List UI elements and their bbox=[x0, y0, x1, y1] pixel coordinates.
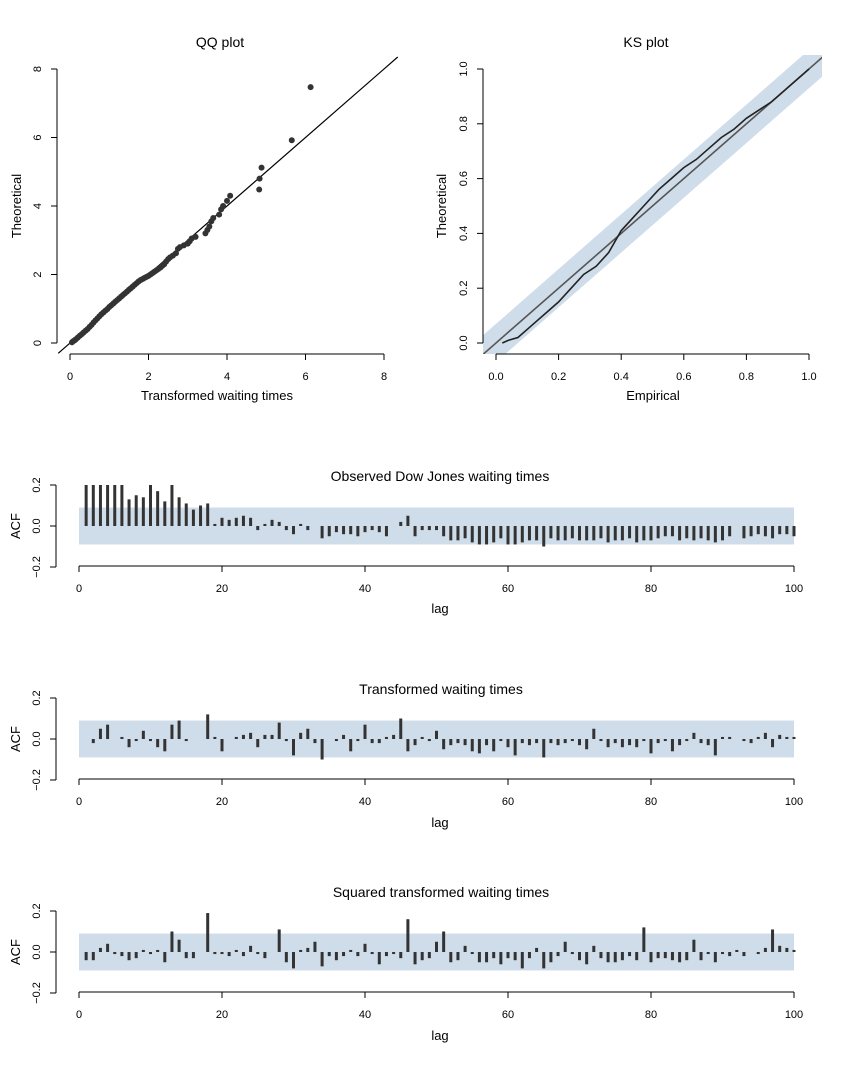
acf3-x-tick-label: 80 bbox=[645, 1009, 657, 1021]
ks-plot-region bbox=[483, 55, 822, 354]
acf-squared-ylabel: ACF bbox=[8, 939, 23, 965]
qq-x-tick-label: 4 bbox=[224, 371, 230, 383]
qq-point bbox=[307, 84, 314, 91]
acf2-y-tick-label: 0.2 bbox=[31, 690, 43, 705]
acf2-x-tick-label: 0 bbox=[76, 796, 82, 808]
acf2-y-tick-label: −0.2 bbox=[31, 769, 43, 791]
acf-transformed-title: Transformed waiting times bbox=[359, 681, 523, 697]
acf-transformed-data-layer: 0 20 40 60 80 100 −0.2 0.0 0.2 bbox=[31, 690, 803, 808]
ks-y-tick-label: 0.8 bbox=[458, 116, 470, 131]
qq-point bbox=[256, 175, 263, 182]
acf3-x-tick-label: 0 bbox=[76, 1009, 82, 1021]
acf-squared-panel: Squared transformed waiting times lag AC… bbox=[8, 884, 803, 1043]
qq-y-tick-label: 8 bbox=[32, 66, 44, 72]
qq-plot-ylabel: Theoretical bbox=[9, 174, 24, 238]
ks-x-tick-label: 0.0 bbox=[488, 371, 503, 383]
acf2-x-tick-label: 40 bbox=[359, 796, 371, 808]
ks-x-tick-label: 0.8 bbox=[739, 371, 754, 383]
qq-point bbox=[210, 214, 217, 221]
qq-y-tick-label: 2 bbox=[32, 271, 44, 277]
ks-x-tick-label: 0.4 bbox=[614, 371, 629, 383]
acf3-x-tick-label: 100 bbox=[785, 1009, 803, 1021]
acf1-x-tick-label: 80 bbox=[645, 583, 657, 595]
ks-y-tick-label: 0.4 bbox=[458, 226, 470, 241]
qq-plot-panel: QQ plot Transformed waiting times Theore… bbox=[9, 34, 399, 403]
qq-point bbox=[216, 211, 223, 218]
acf-squared-title: Squared transformed waiting times bbox=[333, 884, 549, 900]
ks-y-tick-label: 0.0 bbox=[458, 335, 470, 350]
qq-point bbox=[224, 197, 230, 204]
acf2-x-tick-label: 80 bbox=[645, 796, 657, 808]
acf2-x-tick-label: 60 bbox=[502, 796, 514, 808]
ks-empirical-curve bbox=[501, 68, 810, 344]
qq-plot-data-layer: 0 2 4 6 8 0 2 4 6 8 bbox=[32, 56, 399, 383]
acf-observed-title: Observed Dow Jones waiting times bbox=[331, 468, 550, 484]
acf3-x-tick-label: 60 bbox=[502, 1009, 514, 1021]
ks-y-tick-label: 1.0 bbox=[458, 61, 470, 76]
acf3-y-tick-label: 0.2 bbox=[31, 903, 43, 918]
qq-point bbox=[288, 137, 295, 144]
acf-transformed-panel: Transformed waiting times lag ACF 0 20 40 6… bbox=[8, 681, 803, 830]
acf1-x-tick-label: 20 bbox=[216, 583, 228, 595]
acf-observed-xlabel: lag bbox=[431, 601, 448, 616]
acf-observed-ylabel: ACF bbox=[8, 513, 23, 539]
qq-point bbox=[220, 203, 227, 209]
acf-transformed-ylabel: ACF bbox=[8, 726, 23, 752]
acf1-y-tick-label: 0.0 bbox=[31, 518, 43, 533]
qq-x-tick-label: 0 bbox=[67, 371, 73, 383]
acf3-x-tick-label: 20 bbox=[216, 1009, 228, 1021]
ks-x-tick-label: 0.6 bbox=[676, 371, 691, 383]
acf2-x-tick-label: 20 bbox=[216, 796, 228, 808]
ks-y-tick-label: 0.2 bbox=[458, 281, 470, 296]
acf1-x-tick-label: 100 bbox=[785, 583, 803, 595]
acf1-y-tick-label: 0.2 bbox=[31, 477, 43, 492]
acf3-y-tick-label: 0.0 bbox=[31, 944, 43, 959]
ks-y-tick-label: 0.6 bbox=[458, 171, 470, 186]
acf3-x-tick-label: 40 bbox=[359, 1009, 371, 1021]
ks-x-tick-label: 0.2 bbox=[551, 371, 566, 383]
acf-observed-data-layer: 0 20 40 60 80 100 −0.2 0.0 0.2 bbox=[31, 477, 803, 595]
acf2-x-tick-label: 100 bbox=[785, 796, 803, 808]
qq-y-tick-label: 6 bbox=[32, 134, 44, 140]
qq-point bbox=[227, 192, 234, 199]
acf1-x-tick-label: 60 bbox=[502, 583, 514, 595]
qq-y-tick-label: 0 bbox=[32, 340, 44, 346]
acf1-y-tick-label: −0.2 bbox=[31, 556, 43, 578]
qq-plot-xlabel: Transformed waiting times bbox=[141, 388, 293, 403]
qq-x-tick-label: 2 bbox=[145, 371, 151, 383]
acf2-y-tick-label: 0.0 bbox=[31, 731, 43, 746]
qq-x-tick-label: 8 bbox=[381, 371, 387, 383]
acf3-y-tick-label: −0.2 bbox=[31, 982, 43, 1004]
qq-point bbox=[206, 223, 213, 230]
ks-plot-ylabel: Theoretical bbox=[434, 174, 449, 238]
acf-transformed-xlabel: lag bbox=[431, 815, 448, 830]
qq-point bbox=[192, 233, 199, 240]
ks-plot-data-layer: 0.0 0.2 0.4 0.6 0.8 1.0 0.0 0.2 0.4 0.6 0.8 1.0 bbox=[458, 55, 822, 383]
qq-y-tick-label: 4 bbox=[32, 203, 44, 209]
ks-plot-xlabel: Empirical bbox=[626, 388, 680, 403]
acf-squared-data-layer: 0 20 40 60 80 100 −0.2 0.0 0.2 bbox=[31, 903, 803, 1021]
qq-point bbox=[256, 186, 263, 193]
acf-observed-panel: Observed Dow Jones waiting times lag ACF… bbox=[8, 468, 803, 616]
acf-squared-xlabel: lag bbox=[431, 1028, 448, 1043]
acf1-x-tick-label: 40 bbox=[359, 583, 371, 595]
qq-x-tick-label: 6 bbox=[302, 371, 308, 383]
ks-plot-title: KS plot bbox=[623, 34, 668, 50]
acf1-x-tick-label: 0 bbox=[76, 583, 82, 595]
qq-plot-title: QQ plot bbox=[196, 34, 244, 50]
ks-x-tick-label: 1.0 bbox=[801, 371, 816, 383]
qq-point bbox=[258, 164, 265, 171]
